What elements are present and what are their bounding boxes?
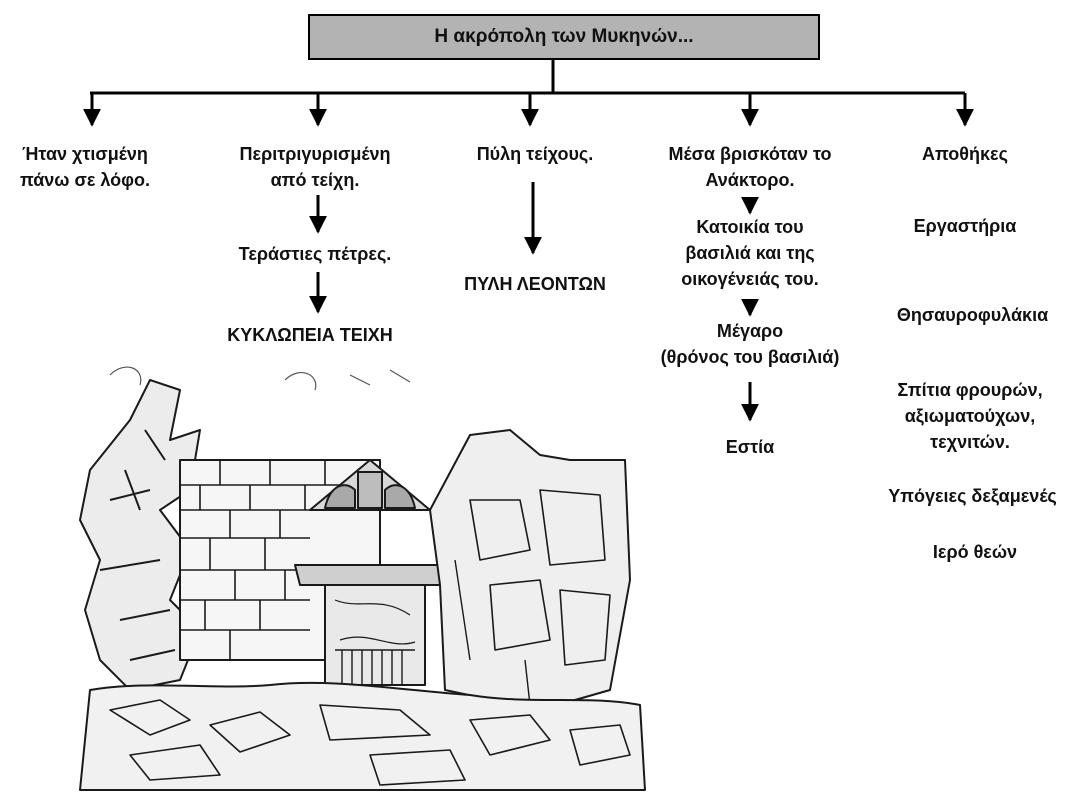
node-treasuries: Θησαυροφυλάκια	[896, 305, 1049, 325]
node-guard-houses: Σπίτια φρουρών, αξιωματούχων, τεχνιτών.	[897, 380, 1043, 452]
node-workshops: Εργαστήρια	[913, 216, 1017, 236]
node-sanctuary: Ιερό θεών	[932, 542, 1018, 562]
node-surrounded-by-walls: Περιτριγυρισμένη από τείχη.	[239, 144, 391, 190]
node-storerooms: Αποθήκες	[922, 144, 1008, 164]
node-underground-cisterns: Υπόγειες δεξαμενές	[888, 486, 1057, 506]
node-palace: Μέσα βρισκόταν το Ανάκτορο.	[668, 144, 832, 190]
lion-gate-illustration	[79, 366, 646, 791]
node-royal-residence: Κατοικία του βασιλιά και της οικογένειάς…	[681, 217, 819, 289]
node-hill: Ήταν χτισμένη πάνω σε λόφο.	[19, 144, 151, 190]
node-hearth: Εστία	[725, 437, 775, 457]
node-cyclopean-walls: ΚΥΚΛΩΠΕΙΑ ΤΕΙΧΗ	[227, 325, 393, 345]
root-title-box: Η ακρόπολη των Μυκηνών...	[308, 14, 820, 60]
node-wall-gate: Πύλη τείχους.	[476, 144, 594, 164]
node-lion-gate: ΠΥΛΗ ΛΕΟΝΤΩΝ	[464, 274, 606, 294]
node-huge-stones: Τεράστιες πέτρες.	[238, 244, 392, 264]
node-megaron: Μέγαρο (θρόνος του βασιλιά)	[660, 321, 840, 367]
